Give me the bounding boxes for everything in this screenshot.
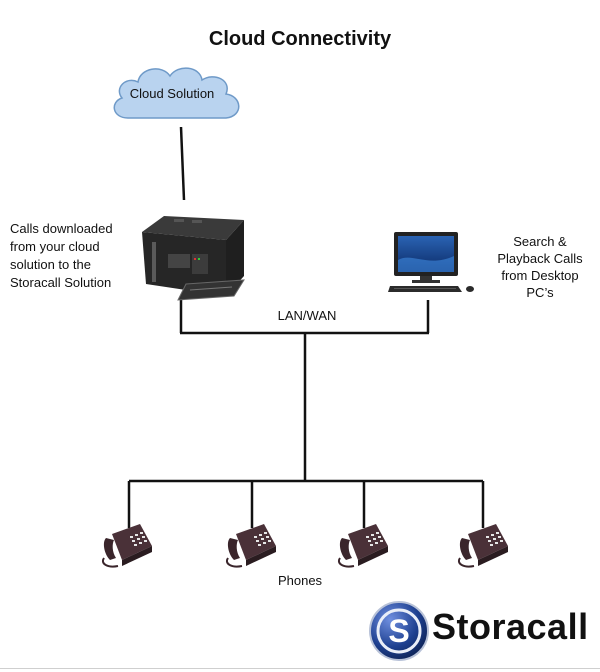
desk-phone-icon (338, 524, 388, 568)
desktop-caption-line: from Desktop (501, 268, 579, 283)
desktop-caption-line: PC’s (526, 285, 554, 300)
server-caption-line: Calls downloaded (10, 221, 113, 236)
cloud-label: Cloud Solution (129, 86, 215, 101)
server-caption: Calls downloaded from your cloud solutio… (10, 220, 140, 292)
desktop-caption: Search & Playback Calls from Desktop PC’… (490, 233, 590, 301)
page-title: Cloud Connectivity (208, 28, 392, 50)
server-icon (142, 216, 245, 301)
desktop-caption-line: Search & (513, 234, 567, 249)
server-caption-line: solution to the (10, 257, 91, 272)
network-label: LAN/WAN (277, 308, 337, 323)
desktop-caption-line: Playback Calls (497, 251, 583, 266)
desk-phone-icon (458, 524, 508, 568)
svg-text:S: S (388, 613, 409, 649)
cloud-icon (113, 67, 240, 119)
divider (0, 668, 600, 669)
server-caption-line: Storacall Solution (10, 275, 112, 290)
server-caption-line: from your cloud (10, 239, 100, 254)
desk-phone-icon (102, 524, 152, 568)
cloud-to-server-line (179, 126, 186, 201)
desk-phone-icon (226, 524, 276, 568)
phones-label: Phones (277, 573, 323, 588)
desktop-pc-icon (388, 232, 474, 292)
brand-name: Storacall (432, 606, 589, 647)
storacall-logo-icon: S (369, 601, 429, 661)
